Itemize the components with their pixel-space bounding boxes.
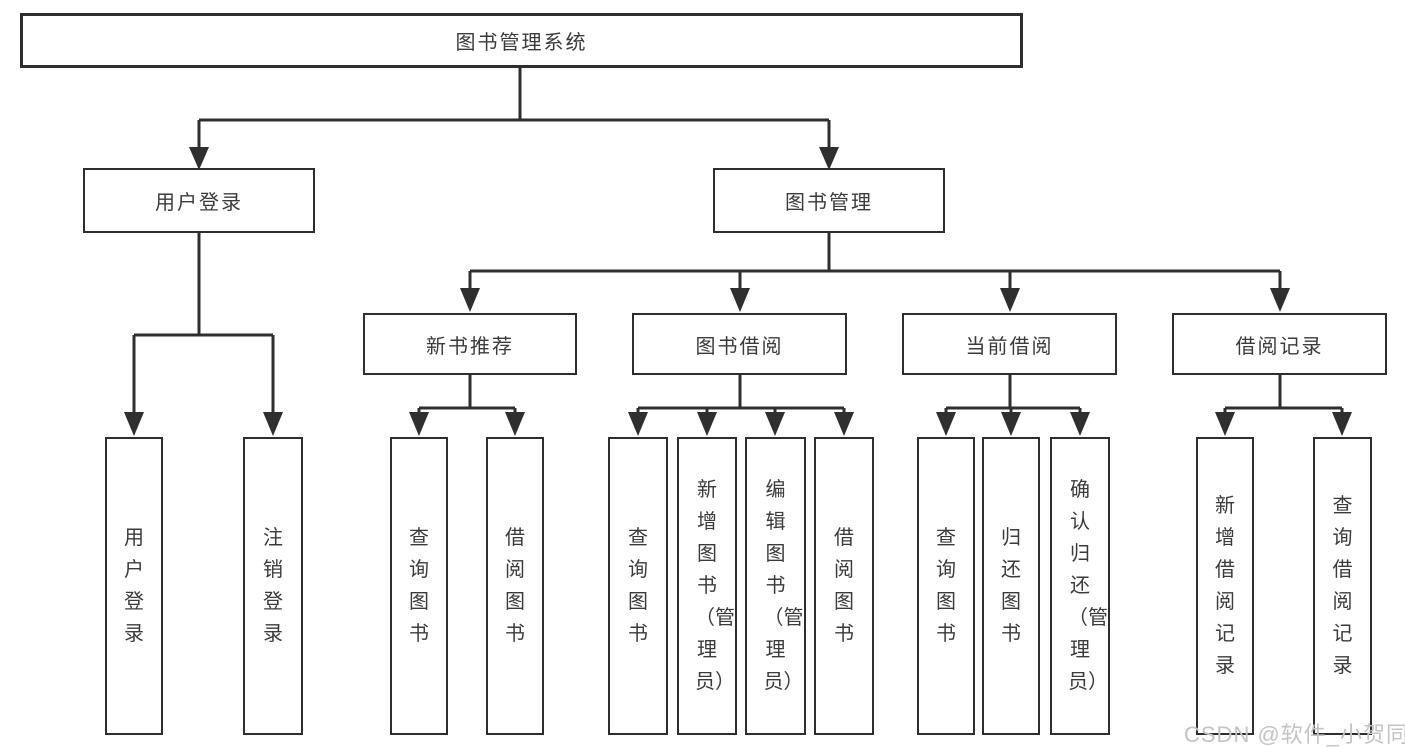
connector-book-management-children <box>460 233 1290 312</box>
leaf-br-query-record: 查询借阅记录 <box>1313 437 1372 735</box>
connector-book-borrowing-children <box>628 375 854 436</box>
connector-user-login-children <box>124 233 283 436</box>
node-borrow-records-label: 借阅记录 <box>1235 335 1324 358</box>
node-book-borrowing: 图书借阅 <box>632 313 847 375</box>
node-root-label: 图书管理系统 <box>455 32 588 54</box>
leaf-cb-query-books: 查询图书 <box>917 437 975 735</box>
leaf-bb-add-books-admin: 新增图书（管理员） <box>677 437 737 735</box>
node-borrow-records: 借阅记录 <box>1172 313 1387 375</box>
leaf-nb-query-books: 查询图书 <box>390 437 448 735</box>
connector-current-borrowing-children <box>936 375 1090 436</box>
csdn-watermark: CSDN @软件_小贺同学 <box>1184 722 1405 747</box>
leaf-nb-borrow-books: 借阅图书 <box>486 437 544 735</box>
node-user-login: 用户登录 <box>83 168 315 233</box>
leaf-bb-query-books-label: 查询图书 <box>628 527 648 645</box>
node-new-book-recommend-label: 新书推荐 <box>426 335 514 358</box>
leaf-user-login: 用户登录 <box>105 437 163 735</box>
leaf-br-query-record-label: 查询借阅记录 <box>1332 495 1353 677</box>
leaf-bb-add-books-admin-label: 新增图书（管理员） <box>695 479 735 693</box>
leaf-bb-query-books: 查询图书 <box>608 437 668 735</box>
node-book-borrowing-label: 图书借阅 <box>695 335 784 358</box>
leaf-logout-label: 注销登录 <box>263 527 283 645</box>
node-user-login-label: 用户登录 <box>155 192 243 214</box>
leaf-nb-query-books-label: 查询图书 <box>409 527 429 645</box>
node-current-borrowing: 当前借阅 <box>902 313 1117 375</box>
leaf-cb-query-books-label: 查询图书 <box>936 527 956 645</box>
leaf-nb-borrow-books-label: 借阅图书 <box>505 527 525 645</box>
leaf-logout: 注销登录 <box>243 437 303 735</box>
connector-new-book-recommend-children <box>409 375 525 436</box>
leaf-bb-borrow-books: 借阅图书 <box>814 437 874 735</box>
leaf-cb-confirm-return-admin: 确认归还（管理员） <box>1050 437 1110 735</box>
leaf-bb-edit-books-admin: 编辑图书（管理员） <box>745 437 806 735</box>
leaf-cb-return-books: 归还图书 <box>982 437 1040 735</box>
connector-root-to-level2 <box>189 68 839 170</box>
leaf-bb-borrow-books-label: 借阅图书 <box>834 527 854 645</box>
leaf-br-add-record-label: 新增借阅记录 <box>1215 495 1235 677</box>
leaf-cb-return-books-label: 归还图书 <box>1001 527 1021 645</box>
leaf-br-add-record: 新增借阅记录 <box>1196 437 1254 735</box>
node-new-book-recommend: 新书推荐 <box>363 313 577 375</box>
leaf-user-login-label: 用户登录 <box>124 527 144 645</box>
node-root-library-system: 图书管理系统 <box>20 13 1023 68</box>
connector-borrow-records-children <box>1215 375 1352 436</box>
leaf-cb-confirm-return-admin-label: 确认归还（管理员） <box>1068 479 1108 693</box>
node-book-management: 图书管理 <box>713 168 945 233</box>
leaf-bb-edit-books-admin-label: 编辑图书（管理员） <box>763 479 804 693</box>
node-current-borrowing-label: 当前借阅 <box>965 335 1054 358</box>
node-book-management-label: 图书管理 <box>785 192 873 214</box>
